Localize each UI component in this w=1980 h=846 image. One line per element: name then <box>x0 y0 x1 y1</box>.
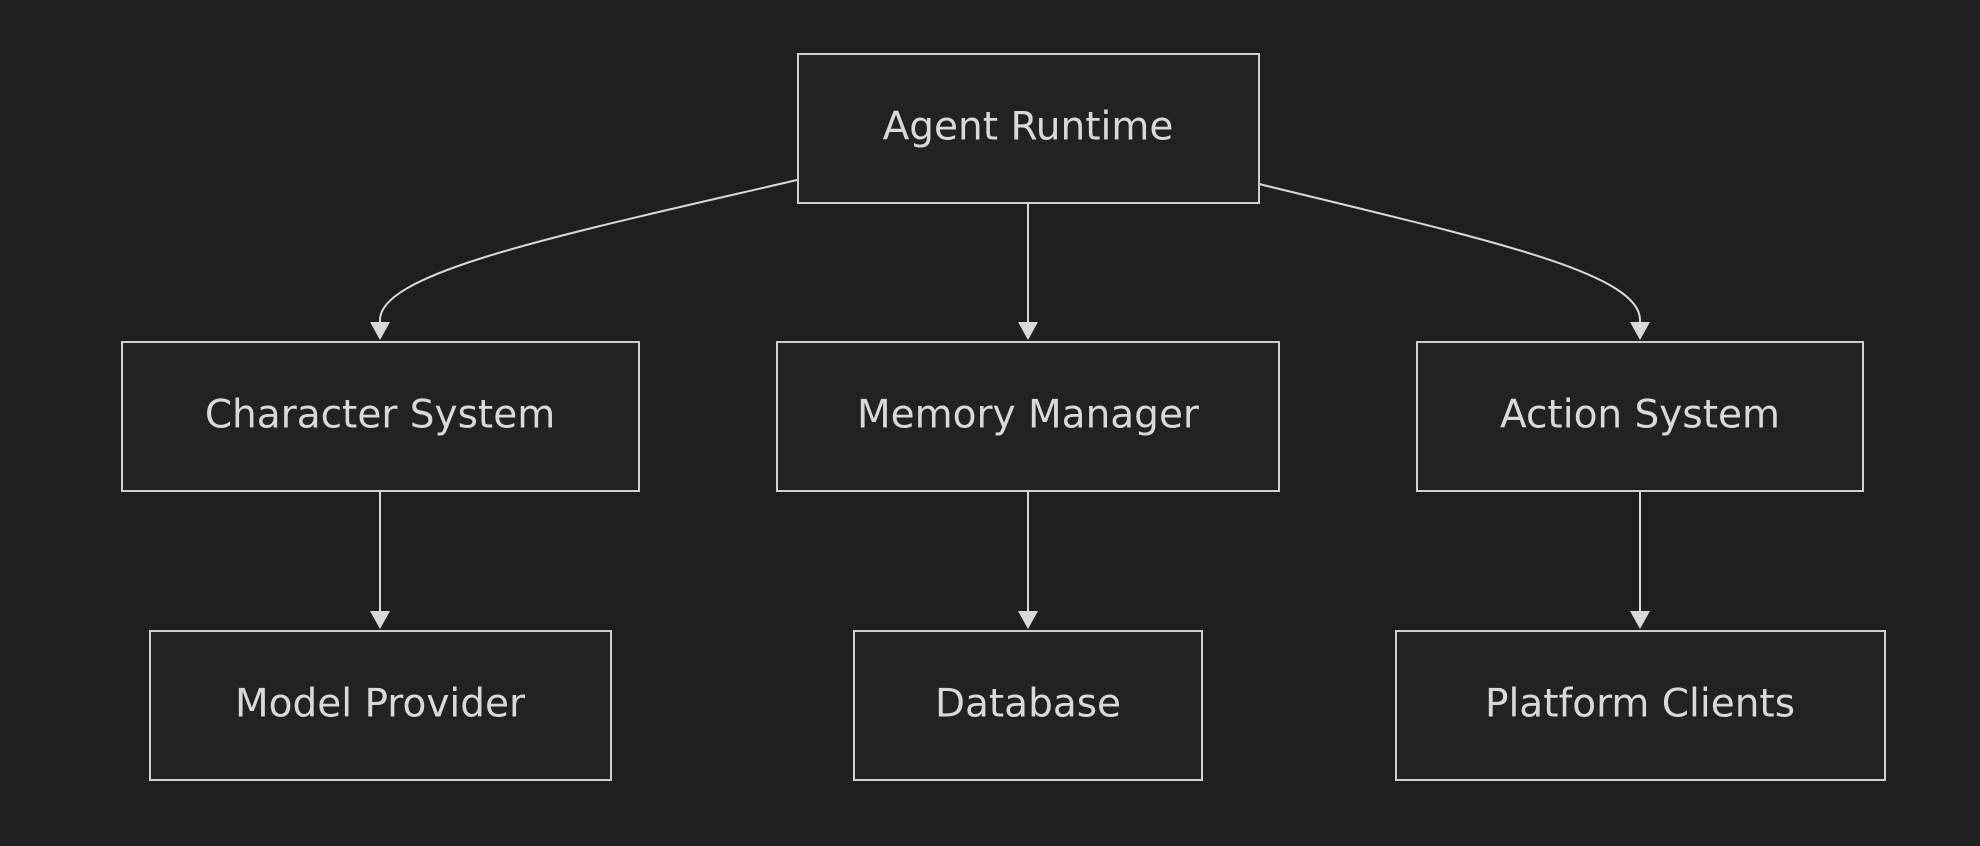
node-character-system-box <box>121 341 640 492</box>
node-action-system-label: Action System <box>1500 393 1780 438</box>
node-model-provider: Model Provider <box>149 630 612 781</box>
node-memory-manager: Memory Manager <box>776 341 1280 492</box>
edges <box>370 179 1650 629</box>
arrowhead-platform-clients <box>1630 611 1650 629</box>
node-agent-runtime: Agent Runtime <box>797 53 1260 204</box>
arrowhead-character-system <box>370 322 390 340</box>
node-character-system: Character System <box>121 341 640 492</box>
arrowhead-database <box>1018 611 1038 629</box>
arrowhead-memory-manager <box>1018 322 1038 340</box>
node-action-system: Action System <box>1416 341 1864 492</box>
node-database-label: Database <box>935 682 1121 727</box>
node-action-system-box <box>1416 341 1864 492</box>
node-agent-runtime-label: Agent Runtime <box>883 105 1174 150</box>
node-memory-manager-box <box>776 341 1280 492</box>
node-platform-clients-box <box>1395 630 1886 781</box>
node-memory-manager-label: Memory Manager <box>857 393 1200 438</box>
node-character-system-label: Character System <box>205 393 555 438</box>
node-database-box <box>853 630 1203 781</box>
node-platform-clients-label: Platform Clients <box>1485 682 1795 727</box>
node-agent-runtime-box <box>797 53 1260 204</box>
arrowhead-action-system <box>1630 322 1650 340</box>
node-database: Database <box>853 630 1203 781</box>
edge-agent-runtime-to-character-system <box>379 179 798 326</box>
node-model-provider-label: Model Provider <box>235 682 526 727</box>
node-platform-clients: Platform Clients <box>1395 630 1886 781</box>
node-model-provider-box <box>149 630 612 781</box>
arrowhead-model-provider <box>370 611 390 629</box>
edge-agent-runtime-to-action-system <box>1258 183 1641 326</box>
